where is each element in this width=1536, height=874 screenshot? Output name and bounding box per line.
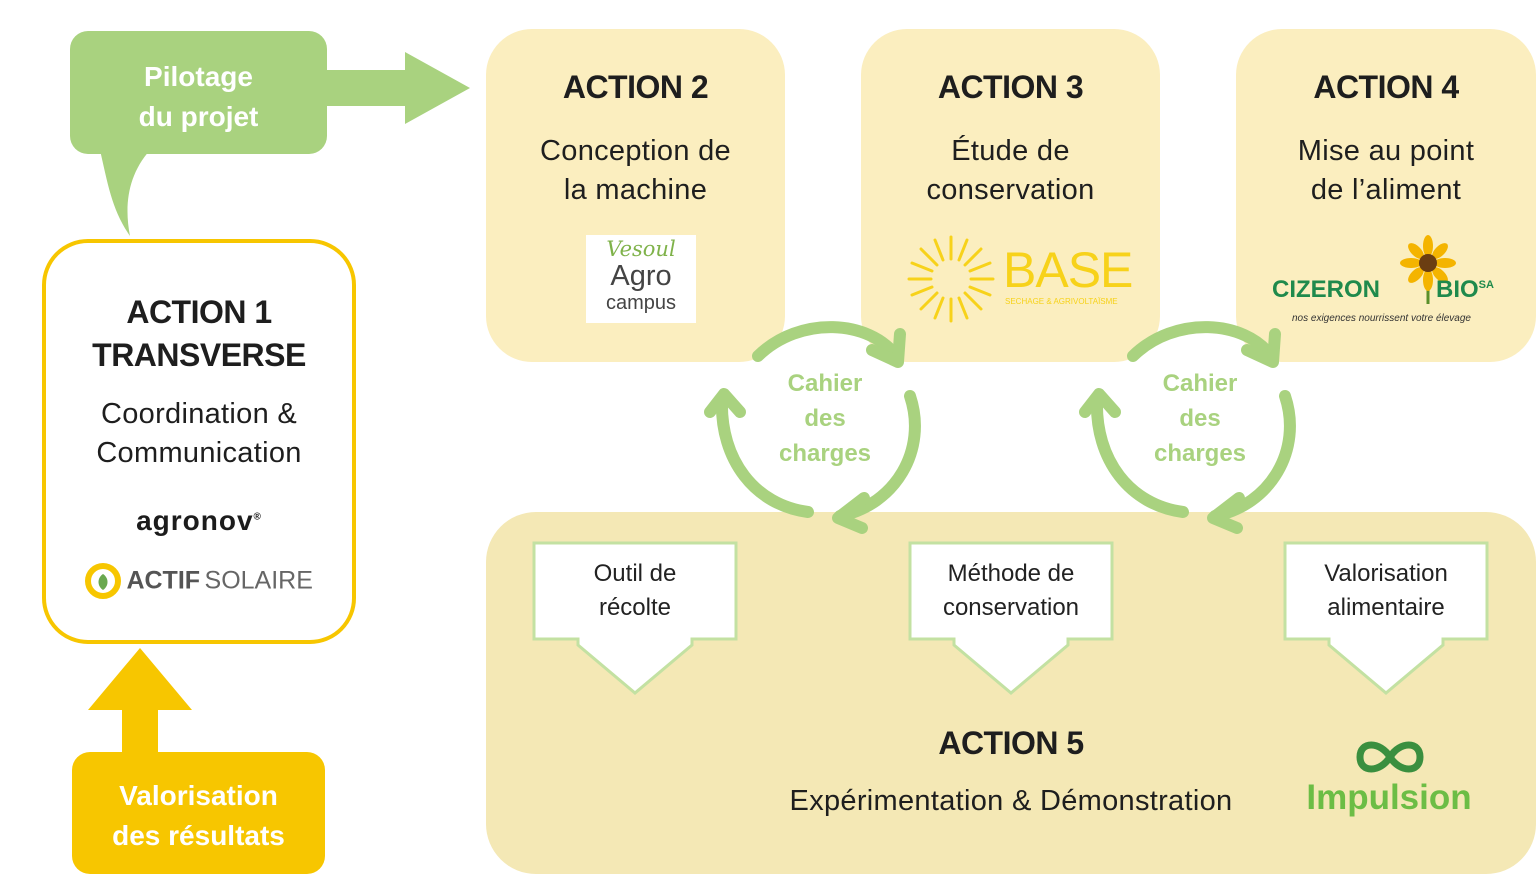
sun-icon: [907, 235, 995, 323]
action1-title-2: TRANSVERSE: [92, 337, 306, 373]
cycle-line1: Cahier: [1162, 370, 1238, 397]
output-box: Valorisation alimentaire: [1283, 541, 1489, 697]
action2-sub1: Conception de: [540, 135, 731, 167]
agronov-logo: agronov®: [136, 505, 262, 536]
output-label-2: récolte: [598, 594, 672, 621]
action5-sub: Expérimentation & Démonstration: [789, 785, 1233, 817]
action1-sub1: Coordination &: [100, 398, 298, 430]
actif-solaire-logo: ACTIF SOLAIRE: [84, 562, 313, 600]
action4-box: ACTION 4 Mise au point de l’aliment CIZE…: [1236, 29, 1536, 362]
action4-title: ACTION 4: [1313, 69, 1459, 105]
output-label: Valorisation: [1324, 560, 1448, 587]
valorisation-arrow: [88, 648, 192, 760]
action5-title: ACTION 5: [938, 725, 1084, 761]
action3-sub2: conservation: [926, 174, 1095, 206]
cycle-line3: charges: [1153, 440, 1247, 467]
base-logo: BASE SECHAGE & AGRIVOLTAÏSME: [901, 229, 1133, 329]
action4-sub2: de l’aliment: [1310, 174, 1462, 206]
cycle-label: Cahier des charges: [755, 366, 895, 471]
cycle-line3: charges: [778, 440, 872, 467]
actif-solaire-icon: [85, 563, 121, 599]
action4-sub1: Mise au point: [1297, 135, 1475, 167]
action3-box: ACTION 3 Étude de conservation BASE SECH…: [861, 29, 1160, 362]
cizeron-bio-logo: CIZERON BIOSA nos exigences nourrissent …: [1270, 234, 1510, 329]
sunflower-icon: [1400, 235, 1456, 304]
down-arrow-shape: [532, 541, 738, 695]
action2-title: ACTION 2: [562, 69, 709, 105]
cycle-label: Cahier des charges: [1130, 366, 1270, 471]
action1-box: ACTION 1 TRANSVERSE Coordination & Commu…: [42, 239, 356, 644]
valorisation-line2: des résultats: [112, 820, 285, 851]
down-arrow-shape: [1283, 541, 1489, 695]
pilotage-arrow: [70, 31, 470, 236]
cycle-line1: Cahier: [787, 370, 863, 397]
valorisation-line1: Valorisation: [119, 780, 278, 811]
action2-box: ACTION 2 Conception de la machine Vesoul…: [486, 29, 785, 362]
output-label-2: conservation: [942, 594, 1080, 621]
output-label-2: alimentaire: [1327, 594, 1445, 621]
down-arrow-shape: [908, 541, 1114, 695]
vesoul-agro-logo: Vesoul Agro campus: [586, 235, 696, 323]
action3-sub1: Étude de: [951, 135, 1070, 167]
pilotage-line2: du projet: [138, 101, 259, 132]
action2-sub2: la machine: [563, 174, 708, 206]
pilotage-line1: Pilotage: [144, 61, 253, 92]
output-label: Méthode de: [947, 560, 1075, 587]
cycle-line2: des: [804, 405, 846, 432]
infinity-icon: [1356, 741, 1424, 773]
action1-title: ACTION 1: [126, 294, 272, 330]
action1-sub2: Communication: [96, 437, 302, 469]
impulsion-logo: Impulsion: [1294, 736, 1484, 826]
output-label: Outil de: [593, 560, 677, 587]
output-box: Méthode de conservation: [908, 541, 1114, 697]
cycle-line2: des: [1179, 405, 1221, 432]
action3-title: ACTION 3: [937, 69, 1084, 105]
output-box: Outil de récolte: [532, 541, 738, 697]
